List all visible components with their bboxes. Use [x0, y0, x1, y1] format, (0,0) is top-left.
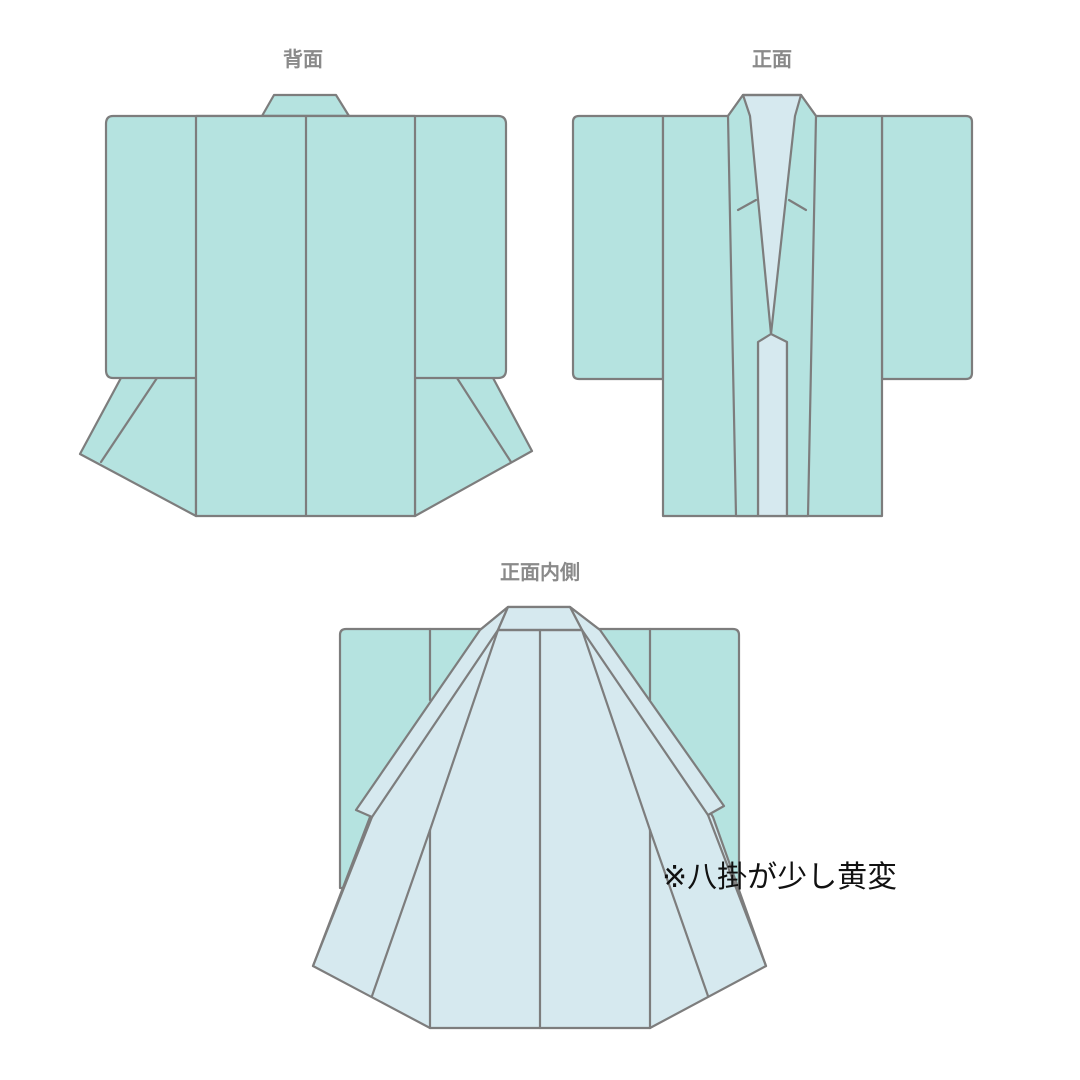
- yellowing-note: ※八掛が少し黄変: [662, 860, 897, 895]
- front-view-label: 正面: [752, 47, 792, 71]
- front-right-sleeve: [880, 114, 974, 381]
- inside-view: 正面内側 ※八掛が少し黄変: [311, 560, 897, 1030]
- inside-view-label: 正面内側: [500, 560, 580, 584]
- back-right-skirt: [413, 374, 534, 518]
- front-right-lapel: [769, 93, 818, 518]
- back-view: 背面: [78, 47, 534, 518]
- front-left-sleeve: [571, 114, 665, 381]
- inside-neck-piece: [496, 605, 584, 632]
- front-left-lapel: [726, 93, 773, 518]
- front-view: 正面: [571, 47, 974, 518]
- back-collar: [260, 93, 351, 118]
- back-view-label: 背面: [283, 47, 323, 71]
- back-left-skirt: [78, 374, 198, 518]
